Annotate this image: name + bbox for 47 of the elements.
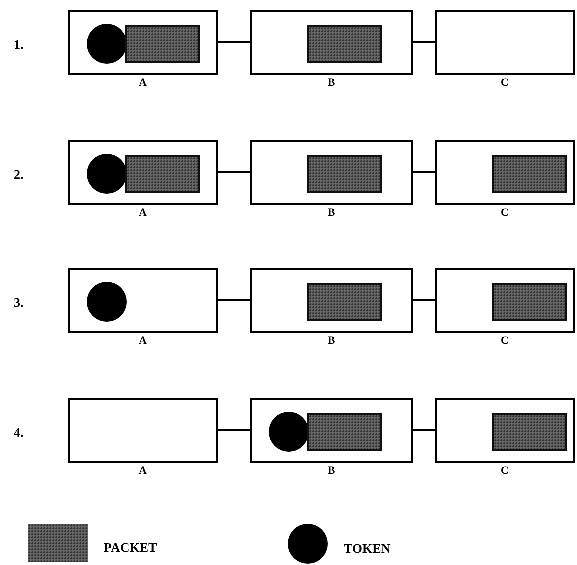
station-label: A xyxy=(138,465,148,477)
station-box xyxy=(68,10,218,75)
station-label: C xyxy=(500,465,510,477)
station-box xyxy=(68,140,218,205)
station-label: A xyxy=(138,77,148,89)
row-number: 1. xyxy=(14,36,24,54)
station-box xyxy=(250,10,413,75)
packet-block xyxy=(307,413,382,451)
connector-line xyxy=(413,300,435,302)
row-number: 4. xyxy=(14,424,24,442)
packet-block xyxy=(492,413,567,451)
station-label: C xyxy=(500,77,510,89)
legend-text: TOKEN xyxy=(344,540,391,558)
packet-block xyxy=(125,155,200,193)
connector-line xyxy=(413,430,435,432)
station-box xyxy=(250,398,413,463)
station-box xyxy=(435,10,575,75)
station-box xyxy=(68,268,218,333)
connector-line xyxy=(218,430,250,432)
station-box xyxy=(435,140,575,205)
connector-line xyxy=(218,300,250,302)
station-box xyxy=(435,398,575,463)
station-box xyxy=(435,268,575,333)
station-box xyxy=(250,268,413,333)
station-label: B xyxy=(326,335,336,347)
station-box xyxy=(68,398,218,463)
station-label: A xyxy=(138,335,148,347)
packet-block xyxy=(492,283,567,321)
connector-line xyxy=(413,172,435,174)
row-number: 2. xyxy=(14,166,24,184)
station-label: B xyxy=(326,77,336,89)
packet-block xyxy=(307,155,382,193)
station-label: C xyxy=(500,335,510,347)
legend-text: PACKET xyxy=(104,539,158,558)
row-number: 3. xyxy=(14,294,24,312)
packet-block xyxy=(125,25,200,63)
packet-block xyxy=(307,283,382,321)
packet-block xyxy=(307,25,382,63)
station-box xyxy=(250,140,413,205)
station-label: B xyxy=(326,465,336,477)
station-label: A xyxy=(138,207,148,219)
station-label: B xyxy=(326,207,336,219)
packet-block xyxy=(492,155,567,193)
connector-line xyxy=(218,172,250,174)
connector-line xyxy=(218,42,250,44)
station-label: C xyxy=(500,207,510,219)
connector-line xyxy=(413,42,435,44)
